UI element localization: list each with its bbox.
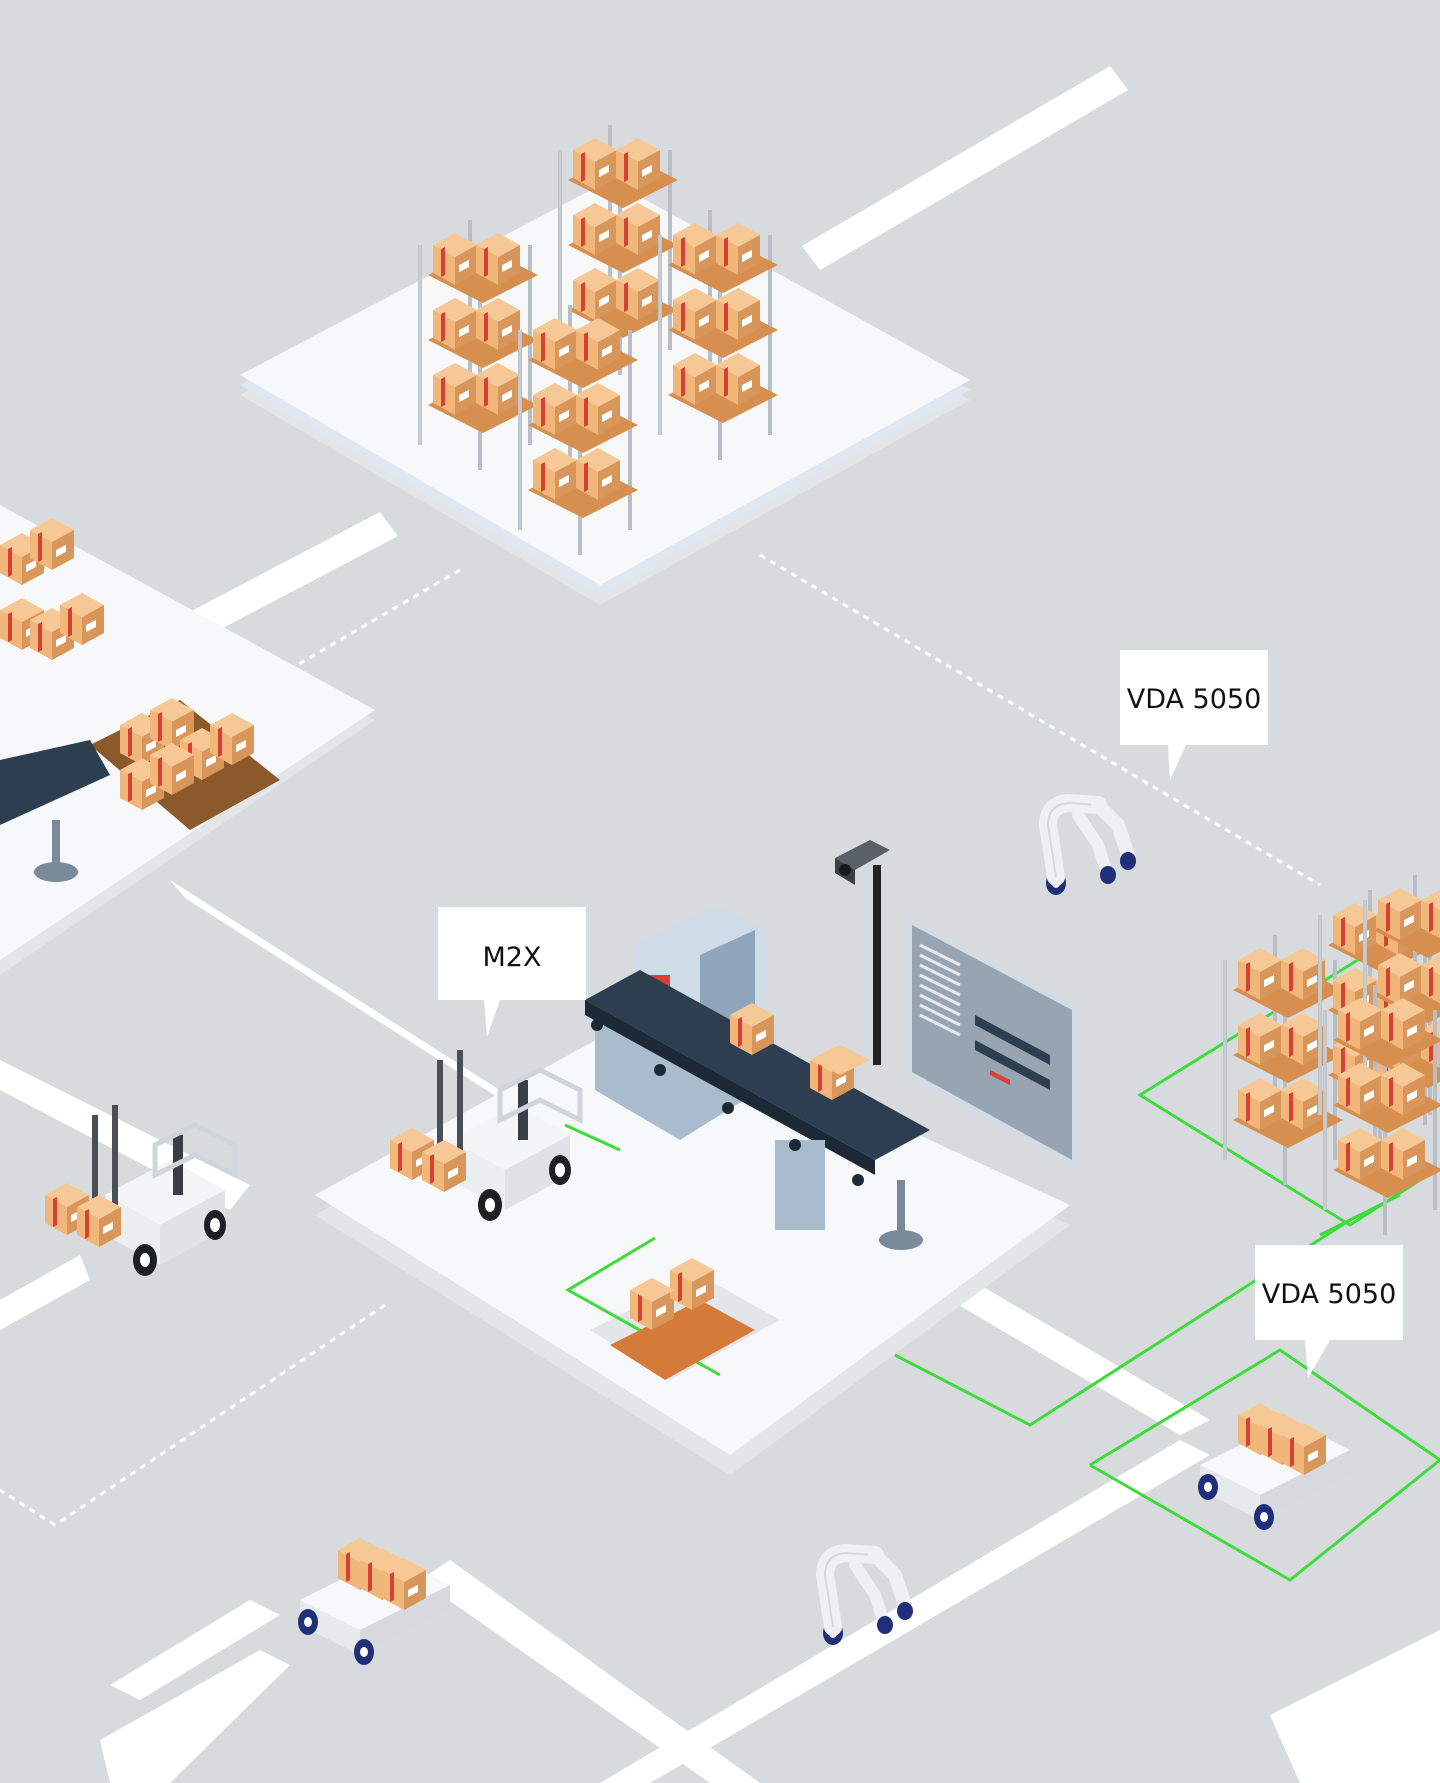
dotted-paths xyxy=(0,553,1321,1527)
callout-label: M2X xyxy=(483,942,542,973)
callout-label: VDA 5050 xyxy=(1127,684,1262,715)
callout-label: VDA 5050 xyxy=(1262,1279,1397,1310)
callout-vda-bottom: VDA 5050 xyxy=(1255,1245,1403,1378)
storage-platform-top xyxy=(240,125,970,605)
monitor-icon xyxy=(905,915,1080,1170)
conveyor-icon xyxy=(585,905,930,1250)
callout-m2x: M2X xyxy=(438,907,586,1037)
pallet-icon xyxy=(610,1258,755,1380)
storage-platform-left xyxy=(0,505,375,975)
camera-icon xyxy=(835,840,890,1065)
production-platform xyxy=(315,840,1440,1582)
callout-vda-top: VDA 5050 xyxy=(1120,650,1268,780)
